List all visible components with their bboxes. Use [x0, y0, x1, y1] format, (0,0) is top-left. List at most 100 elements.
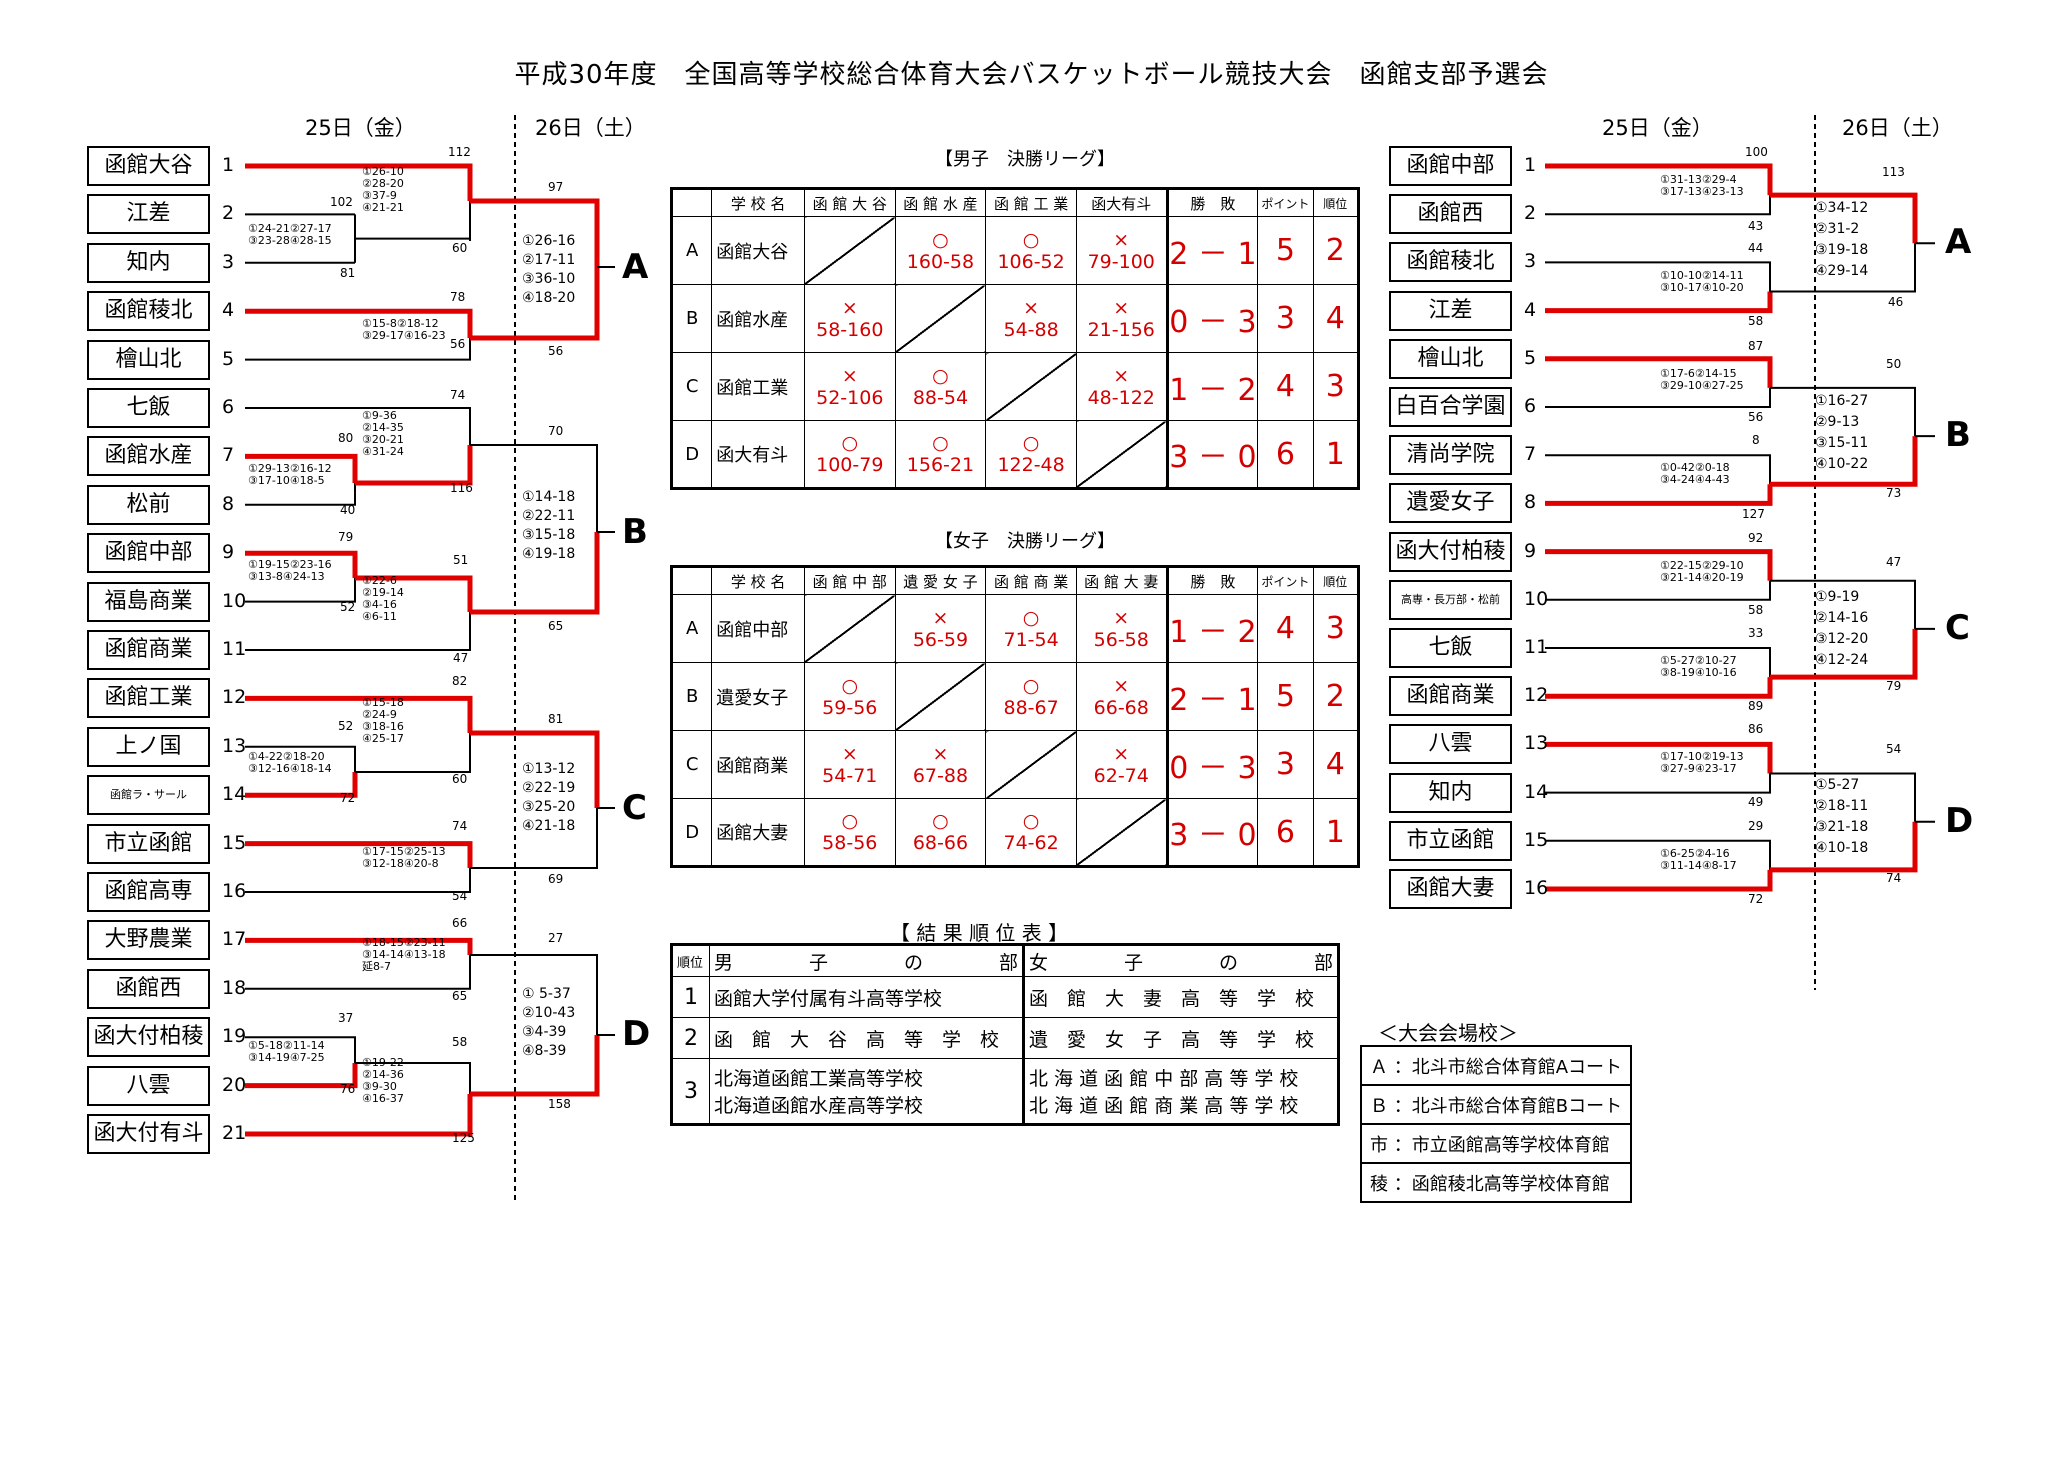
league-header: 函 館 商 業 [985, 566, 1077, 595]
score-total: 78 [450, 290, 466, 304]
boys-team-name: 大野農業 [104, 927, 193, 953]
girls-block-label: A [1945, 222, 1972, 263]
girls-block-label: D [1945, 800, 1974, 841]
match-mark: ○ [841, 810, 859, 832]
score-total: 60 [452, 241, 468, 255]
girls-team-name: 函館商業 [1406, 683, 1495, 709]
score-total: 52 [340, 600, 356, 614]
boys-line-win [470, 267, 600, 341]
quarter-score: ③11-14④8-17 [1660, 859, 1737, 872]
quarter-score: ①9-19 [1815, 589, 1860, 605]
boys-team-name: 上ノ国 [115, 733, 182, 759]
quarter-score: ③20-21 [362, 433, 404, 446]
boys-team-box: 七飯 [87, 388, 210, 428]
score-total: 79 [1886, 679, 1902, 693]
score-total: 89 [1748, 699, 1764, 713]
league-row-id: B [670, 662, 713, 731]
match-score: 58-56 [822, 832, 878, 854]
girls-line-win [1545, 549, 1773, 581]
league-corner [670, 188, 713, 217]
score-total: 102 [330, 195, 353, 209]
boys-seed-number: 7 [222, 444, 235, 467]
girls-line [1545, 195, 1771, 216]
boys-team-box: 檜山北 [87, 339, 210, 380]
league-match-result: ×62-74 [1075, 730, 1168, 799]
league-rank: 4 [1312, 284, 1360, 353]
score-total: 112 [448, 145, 471, 159]
match-score: 88-54 [912, 386, 969, 409]
match-score: 79-100 [1087, 250, 1155, 273]
boys-block-label: C [622, 788, 647, 828]
boys-team-box: 知内 [87, 242, 210, 283]
boys-line-win [245, 772, 358, 798]
quarter-score: ③36-10 [522, 271, 576, 287]
match-score: 160-58 [906, 250, 975, 273]
quarter-score: ③13-8④24-13 [248, 570, 325, 583]
girls-seed-number: 5 [1524, 346, 1537, 369]
boys-seed-number: 13 [222, 734, 247, 757]
boys-team-box: 函館工業 [87, 678, 210, 719]
quarter-score: ④12-24 [1815, 652, 1869, 668]
league-diagonal [1075, 420, 1168, 489]
league-row-id: A [670, 216, 713, 285]
league-match-result: ○68-66 [894, 798, 987, 867]
girls-seed-number: 13 [1524, 732, 1549, 755]
league-header: 函 館 工 業 [985, 188, 1077, 217]
quarter-score: ①18-15②23-11 [362, 936, 446, 949]
score-total: 37 [338, 1011, 354, 1025]
league-match-result: ○74-62 [985, 798, 1077, 867]
girls-line-win [1545, 291, 1773, 314]
girls-seed-number: 12 [1524, 684, 1549, 707]
league-match-result: ○88-67 [985, 662, 1077, 731]
boys-team-name: 函館水産 [104, 443, 193, 469]
girls-team-name: 市立函館 [1406, 827, 1495, 853]
quarter-score: ④21-21 [362, 201, 404, 214]
league-points: 6 [1257, 798, 1314, 867]
boys-line-win [245, 937, 473, 955]
girls-line [1770, 628, 1918, 680]
league-match-result: ×56-59 [894, 594, 987, 663]
match-mark: ○ [932, 432, 949, 454]
boys-team-name: 函館工業 [104, 685, 193, 711]
score-total: 76 [340, 1082, 356, 1096]
score-total: 52 [338, 719, 354, 733]
boys-line [245, 578, 356, 603]
score-total: 33 [1748, 626, 1764, 640]
match-mark: ○ [1022, 432, 1040, 454]
girls-line [1770, 821, 1918, 873]
girls-team-name: 函大付柏稜 [1395, 538, 1506, 564]
quarter-score: ②31-2 [1815, 221, 1860, 237]
boys-line-win [470, 1035, 600, 1097]
match-mark: ○ [1022, 674, 1040, 697]
score-total: 44 [1748, 241, 1764, 255]
score-total: 47 [1886, 555, 1902, 569]
boys-seed-number: 16 [222, 880, 247, 902]
quarter-score: ②14-16 [1815, 610, 1869, 626]
boys-line [470, 954, 598, 1035]
boys-seed-number: 1 [222, 154, 235, 176]
score-total: 74 [1886, 871, 1902, 885]
quarter-score: ④8-39 [522, 1043, 567, 1059]
league-points: 4 [1257, 352, 1314, 421]
score-total: 116 [450, 481, 473, 495]
boys-team-name: 函館中部 [104, 540, 193, 566]
quarter-score: ①31-13②29-4 [1660, 173, 1737, 186]
quarter-score: ③23-28④28-15 [248, 234, 332, 247]
score-total: 8 [1752, 433, 1760, 447]
match-mark: ○ [1022, 810, 1040, 832]
score-total: 47 [453, 651, 469, 665]
results-boys-school: 北海道函館工業高等学校北海道函館水産高等学校 [708, 1058, 1026, 1125]
girls-line [1770, 579, 1916, 629]
boys-line [245, 338, 471, 361]
league-match-result: ○106-52 [985, 216, 1077, 285]
score-total: 58 [1748, 603, 1764, 617]
quarter-score: ③21-18 [1815, 819, 1869, 835]
right-day2-header: 26日（土） [1842, 116, 1953, 140]
boys-block-label: A [622, 247, 649, 287]
results-title: 【 結 果 順 位 表 】 [890, 921, 1069, 945]
boys-seed-number: 14 [222, 783, 247, 806]
match-mark: ○ [1022, 606, 1040, 629]
